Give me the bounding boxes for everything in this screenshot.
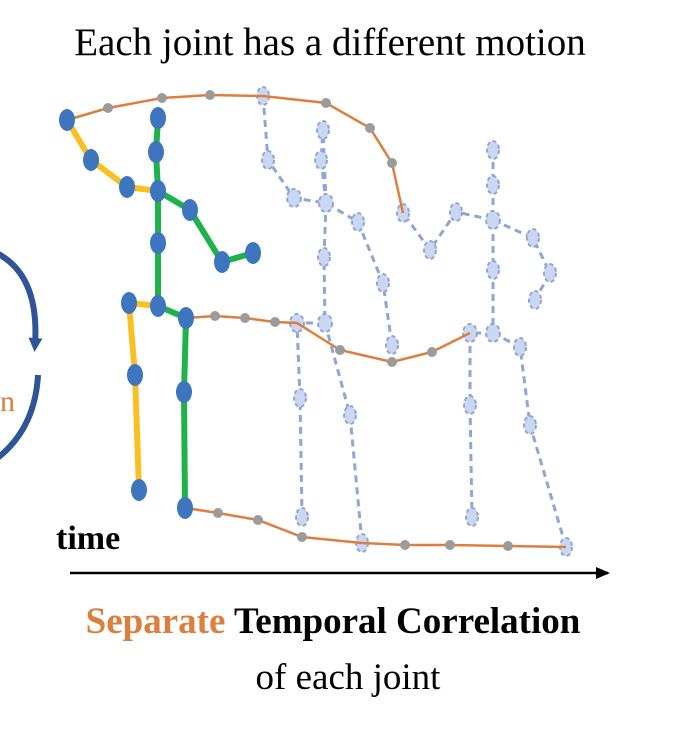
time-axis-label: time: [56, 520, 121, 557]
joint-trajectories: [66, 93, 567, 549]
trajectory-head: [66, 93, 405, 214]
trajectory-hip: [185, 314, 471, 364]
caption-highlight: Separate: [85, 601, 226, 642]
faded-skeleton-2: [401, 150, 568, 548]
main-skeleton-joints: [59, 107, 261, 519]
cycle-arrow-lower: [0, 374, 41, 460]
faded-skeleton-2-joints: [396, 140, 573, 557]
trajectory-foot: [185, 506, 567, 549]
caption-bold: Temporal Correlation: [234, 601, 581, 642]
trajectory-points: [103, 90, 513, 551]
diagram-title: Each joint has a different motion: [74, 21, 586, 64]
partial-cut-text: n: [0, 385, 15, 418]
cycle-arrow: [0, 251, 43, 352]
caption-line-1: Separate Temporal Correlation: [0, 600, 666, 643]
caption-line-2: of each joint: [255, 657, 441, 698]
